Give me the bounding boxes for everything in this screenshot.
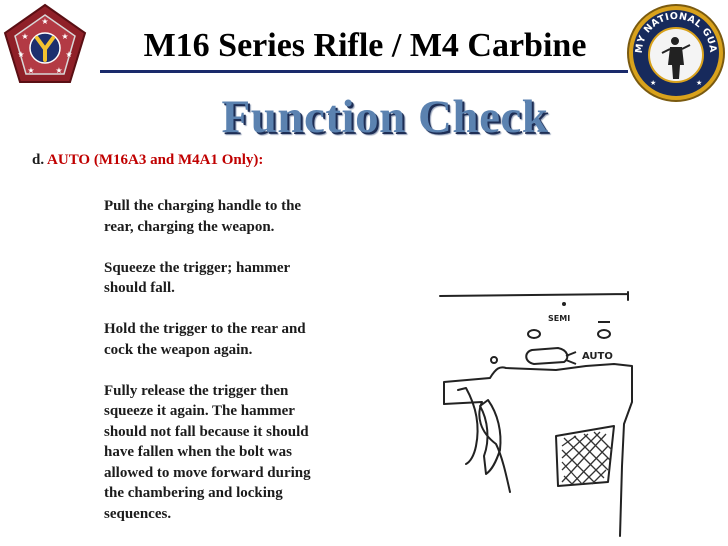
pentagon-y-emblem-icon: ★ ★ ★ ★ ★ ★ ★ [3,3,87,83]
svg-text:★: ★ [696,79,702,87]
instruction-line: rear, charging the weapon. [104,218,275,235]
trigger [479,399,502,475]
instruction-line: Hold the trigger to the rear and [104,321,306,337]
instruction-line: should not fall because it should [104,423,309,440]
svg-text:★: ★ [650,79,656,87]
instruction-line: Pull the charging handle to the [104,198,302,214]
instruction-line: should fall. [104,280,175,296]
svg-text:★: ★ [55,66,62,75]
receiver-top-edge [439,291,629,301]
army-national-guard-seal-icon: ARMY NATIONAL GUARD ★ ★ [626,3,725,102]
instruction-line: allowed to move forward during [104,464,311,481]
receiver-lower-edge [443,401,511,493]
svg-text:★: ★ [65,50,72,59]
instruction-line: Squeeze the trigger; hammer [104,259,291,276]
trigger-guard [457,387,479,465]
svg-text:★: ★ [21,32,28,41]
instruction-line: the chambering and locking [104,485,283,501]
instruction-line: cock the weapon again. [104,341,253,358]
title-divider [100,70,628,73]
grip-texture [561,431,613,485]
page-title: M16 Series Rifle / M4 Carbine [143,27,587,64]
instruction-line: Fully release the trigger then [104,382,289,399]
step-heading: d. AUTO (M16A3 and M4A1 Only): [32,150,263,170]
instruction-line: have fallen when the bolt was [104,444,292,460]
step-letter: d. [32,152,45,168]
instruction-list: Pull the charging handle to the rear, ch… [104,196,374,545]
svg-text:★: ★ [61,32,68,41]
instruction-item: Pull the charging handle to the rear, ch… [104,196,374,237]
step-mode-label: AUTO (M16A3 and M4A1 Only): [47,152,264,168]
instruction-line: sequences. [104,505,172,522]
instruction-item: Fully release the trigger then squeeze i… [104,381,374,525]
lower-receiver-diagram: SEMI AUTO [439,291,633,537]
instruction-item: Squeeze the trigger; hammer should fall. [104,258,374,299]
semi-position-label: SEMI [548,314,570,323]
instruction-item: Hold the trigger to the rear and cock th… [104,319,374,360]
selector-lever [525,346,569,366]
receiver-outline [443,363,633,537]
svg-text:★: ★ [17,50,24,59]
auto-position-label: AUTO [582,351,613,362]
grip-outline [555,425,615,487]
page-subtitle: Function Check [221,91,549,143]
instruction-line: squeeze it again. The hammer [104,403,295,419]
svg-text:★: ★ [41,17,48,26]
svg-text:★: ★ [27,66,34,75]
